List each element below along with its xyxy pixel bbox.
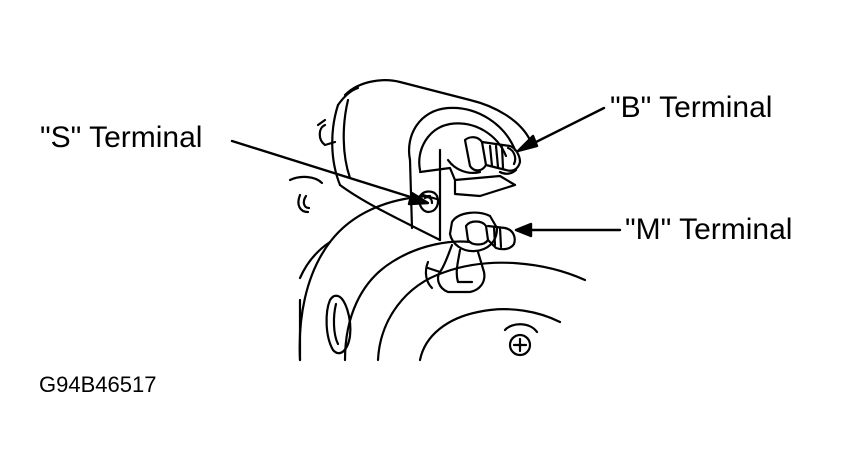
- figure-id: G94B46517: [39, 372, 157, 397]
- m-terminal-stud: [450, 213, 515, 251]
- callout-arrows: [232, 108, 620, 236]
- s-terminal-stud: [419, 192, 438, 213]
- s-terminal-label: "S" Terminal: [40, 121, 203, 154]
- b-terminal-label: "B" Terminal: [610, 91, 773, 124]
- m-terminal-label: "M" Terminal: [625, 213, 793, 246]
- front-housing: [378, 263, 585, 360]
- solenoid-body: [290, 80, 530, 240]
- m-terminal-lead: [426, 245, 484, 292]
- motor-housing: [300, 196, 470, 360]
- b-terminal-stud: [465, 137, 520, 174]
